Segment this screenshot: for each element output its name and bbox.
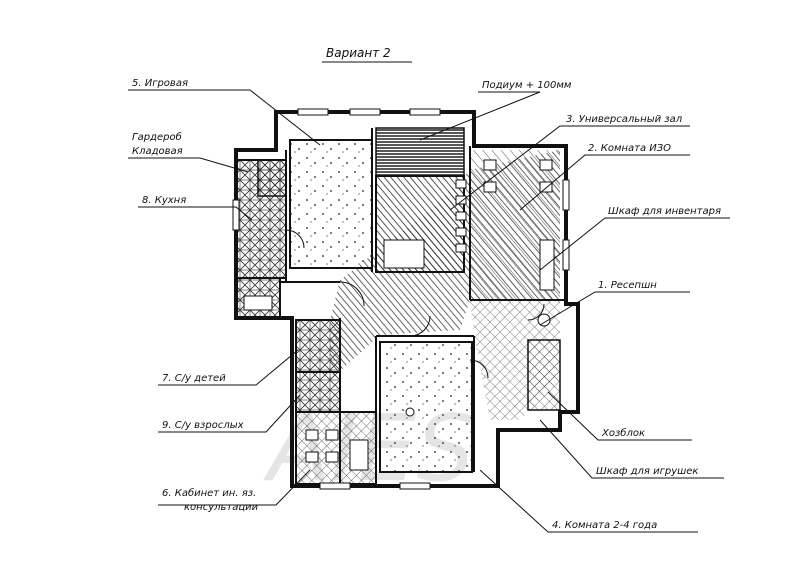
room-2-4 — [379, 341, 473, 473]
labels: 5. Игровая Подиум + 100мм 3. Универсальн… — [132, 78, 721, 531]
doors — [285, 229, 545, 379]
outer-walls — [234, 110, 580, 488]
label-kitchen: 8. Кухня — [142, 195, 186, 206]
label-izo-room: 2. Комната ИЗО — [588, 143, 671, 154]
wardrobe-room — [257, 159, 287, 197]
label-cabinet-line1: 6. Кабинет ин. яз. — [162, 487, 256, 499]
label-storage: Кладовая — [132, 146, 183, 157]
label-adults-wc: 9. С/у взрослых — [162, 420, 244, 431]
label-podium: Подиум + 100мм — [482, 80, 572, 91]
label-cabinet-line2: консультации — [184, 502, 259, 513]
label-play-room: 5. Игровая — [132, 78, 188, 89]
podium-area — [375, 127, 465, 177]
partitions — [280, 128, 566, 486]
label-universal-hall: 3. Универсальный зал — [566, 114, 683, 125]
label-utility: Хозблок — [601, 427, 645, 439]
label-room-2-4: 4. Комната 2-4 года — [552, 520, 657, 531]
children-wc — [295, 319, 341, 373]
adults-wc — [295, 371, 341, 413]
leader-lines — [128, 89, 730, 533]
label-wardrobe: Гардероб — [132, 131, 182, 143]
floor-plan — [232, 108, 580, 490]
plan-title: Вариант 2 — [326, 46, 391, 60]
play-room — [289, 139, 373, 269]
label-toy-cabinet: Шкаф для игрушек — [596, 466, 698, 477]
furniture — [243, 159, 555, 471]
windows — [232, 108, 570, 490]
label-children-wc: 7. С/у детей — [162, 373, 226, 384]
label-reception: 1. Ресепшн — [598, 280, 657, 291]
label-inventory-cabinet: Шкаф для инвентаря — [608, 206, 721, 217]
